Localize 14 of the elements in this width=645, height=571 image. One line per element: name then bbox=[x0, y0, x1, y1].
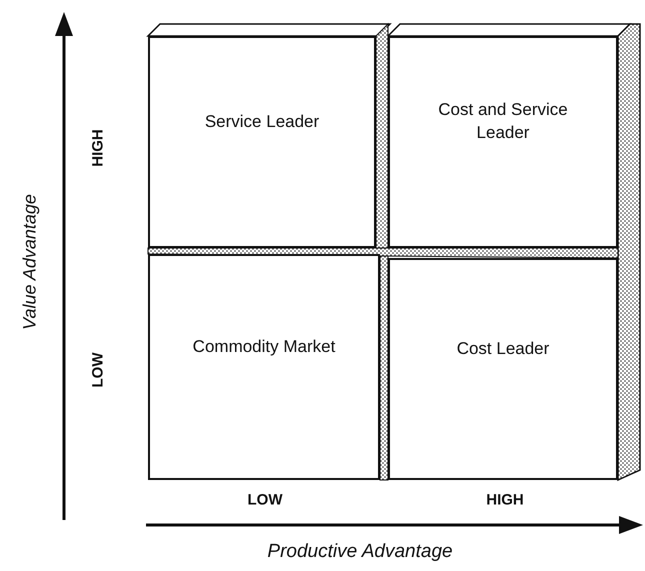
quadrant-label: Service Leader bbox=[204, 110, 320, 133]
axis-label: LOW bbox=[248, 492, 282, 508]
quadrant-box bbox=[388, 258, 618, 480]
axis-label: Productive Advantage bbox=[267, 541, 453, 563]
quadrant-label: Commodity Market bbox=[192, 336, 336, 358]
axis-label: HIGH bbox=[90, 129, 106, 167]
axis-label: Value Advantage bbox=[20, 194, 40, 330]
quadrant-box bbox=[148, 254, 380, 480]
quadrant-label: Cost Leader bbox=[456, 338, 550, 360]
quadrant-box bbox=[148, 36, 376, 248]
quadrant-box bbox=[388, 36, 618, 248]
axis-label: HIGH bbox=[486, 492, 524, 508]
quadrant-label: Cost and Service Leader bbox=[437, 99, 569, 144]
axis-label: LOW bbox=[90, 352, 106, 388]
